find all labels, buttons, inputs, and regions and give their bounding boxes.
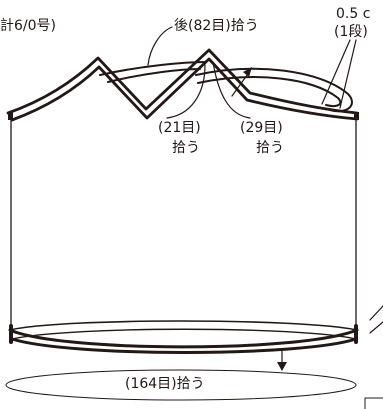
- arrow-up-head: [243, 67, 252, 77]
- leader-side-right: [369, 305, 383, 321]
- neckband-back-outer: [195, 67, 353, 113]
- band-width-label: 0.5 c: [336, 6, 371, 22]
- front-neck-band-inner: [10, 57, 359, 122]
- back-pickup-label: 後(82目)拾う: [174, 18, 259, 34]
- bottom-band-outer-front: [8, 328, 359, 349]
- arrow-down-head: [277, 362, 287, 371]
- leader-side-right-2: [369, 321, 383, 334]
- neckband-back-inner: [197, 76, 342, 108]
- leader-back-pickup: [147, 26, 173, 66]
- band-rows-label: (1段): [334, 24, 368, 40]
- leader-pick-b: [212, 61, 251, 119]
- bottom-band-back-2: [11, 328, 357, 340]
- corner-box-fragment: [364, 397, 383, 409]
- bottom-pickup-label: (164目)拾う: [121, 376, 209, 393]
- bottom-band-inner-front: [10, 337, 358, 354]
- band-top-right-cap: [354, 112, 359, 120]
- pickup-29-verb: 拾う: [256, 140, 284, 156]
- needle-size-label: 計6/0号): [0, 18, 56, 34]
- bottom-pickup-ellipse: [5, 369, 357, 401]
- pickup-29-count: (29目): [240, 120, 283, 136]
- pickup-21-verb: 拾う: [172, 140, 200, 156]
- pickup-21-count: (21目): [158, 120, 201, 136]
- leader-pick-a: [166, 64, 206, 119]
- leader-width-b: [339, 39, 357, 109]
- front-neck-band-outer: [6, 48, 359, 115]
- leader-width-a: [321, 39, 351, 105]
- band-top-left-cap: [8, 112, 13, 120]
- bottom-band-back: [9, 320, 358, 331]
